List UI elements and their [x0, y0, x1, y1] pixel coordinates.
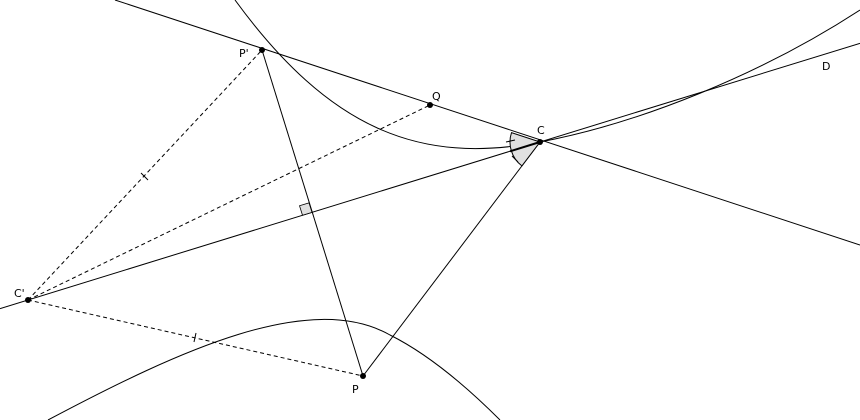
point-p-prime[interactable] — [259, 47, 265, 53]
curve-lower — [47, 318, 501, 420]
label-c: C — [537, 124, 545, 137]
angle-tick — [505, 139, 516, 143]
point-q[interactable] — [427, 102, 433, 108]
label-q: Q — [432, 90, 441, 103]
label-c-prime: C' — [14, 287, 25, 300]
label-p: P — [352, 383, 359, 396]
line-p-prime-c — [114, 0, 860, 246]
point-p[interactable] — [360, 373, 366, 379]
label-d: D — [822, 60, 831, 73]
curve-upper — [234, 0, 860, 150]
label-p-prime: P' — [239, 47, 249, 60]
right-angle-marker — [298, 202, 313, 216]
tick-mark — [193, 332, 197, 343]
segment-p-prime-p — [261, 49, 364, 377]
tick-mark — [140, 172, 149, 181]
segment-p-c — [362, 141, 541, 377]
segment-c-prime-q — [27, 104, 431, 301]
point-c-prime[interactable] — [25, 297, 31, 303]
angle-tick — [511, 155, 519, 163]
line-d — [0, 42, 860, 310]
bisector-overlay — [509, 141, 541, 153]
segment-c-prime-p — [27, 299, 364, 377]
segment-c-prime-p-prime — [27, 49, 263, 301]
point-c[interactable] — [537, 139, 543, 145]
